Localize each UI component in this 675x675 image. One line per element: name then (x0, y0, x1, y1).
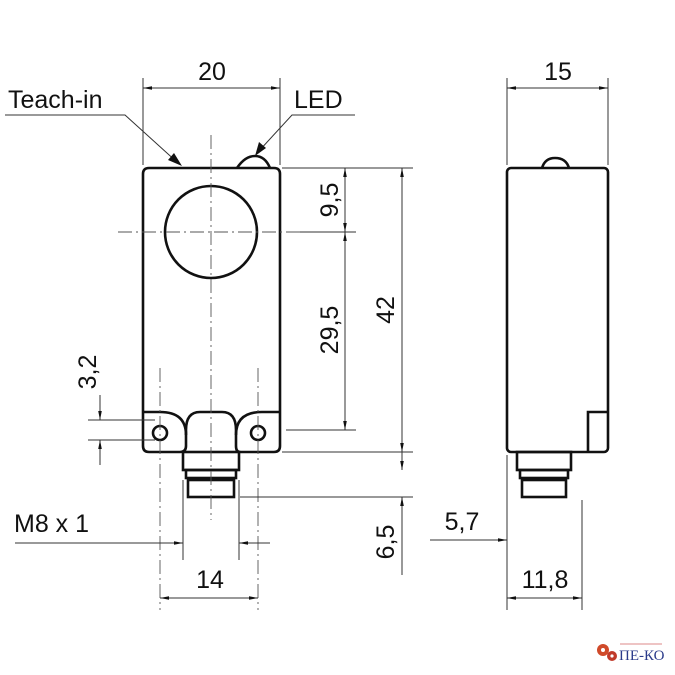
dim-height: 42 (372, 296, 400, 324)
hole-centerlines (159, 368, 259, 610)
thread-label: M8 x 1 (14, 510, 89, 538)
side-led-bump (540, 156, 571, 169)
company-logo: ПЕ-КО (597, 643, 665, 664)
dim-hole-spacing: 14 (196, 566, 224, 594)
dim-connector-length: 6,5 (372, 525, 400, 560)
front-view (118, 135, 330, 610)
mounting-ears (143, 410, 280, 436)
dim-hole-offset: 3,2 (74, 355, 102, 390)
logo-text: ПЕ-КО (619, 648, 665, 664)
front-body-outline (141, 166, 282, 454)
dim-width-side: 15 (544, 58, 572, 86)
centerlines (118, 135, 330, 520)
led-bump (235, 154, 272, 169)
dim-top-to-center: 9,5 (316, 183, 344, 218)
led-label: LED (294, 86, 343, 114)
side-body-outline (505, 166, 610, 454)
teach-in-label: Teach-in (8, 86, 103, 114)
side-connector (515, 450, 573, 499)
front-dimensions: 20 9,5 29,5 42 6,5 3,2 M8 x 1 14 Teach-i… (5, 58, 413, 600)
dim-connector-position-side: 11,8 (522, 566, 569, 594)
side-connector-housing (586, 410, 608, 452)
dim-center-to-hole: 29,5 (316, 306, 344, 355)
dim-connector-offset-side: 5,7 (445, 508, 480, 536)
side-view: 15 5,7 11,8 (430, 58, 610, 610)
dim-width-front: 20 (198, 58, 226, 86)
